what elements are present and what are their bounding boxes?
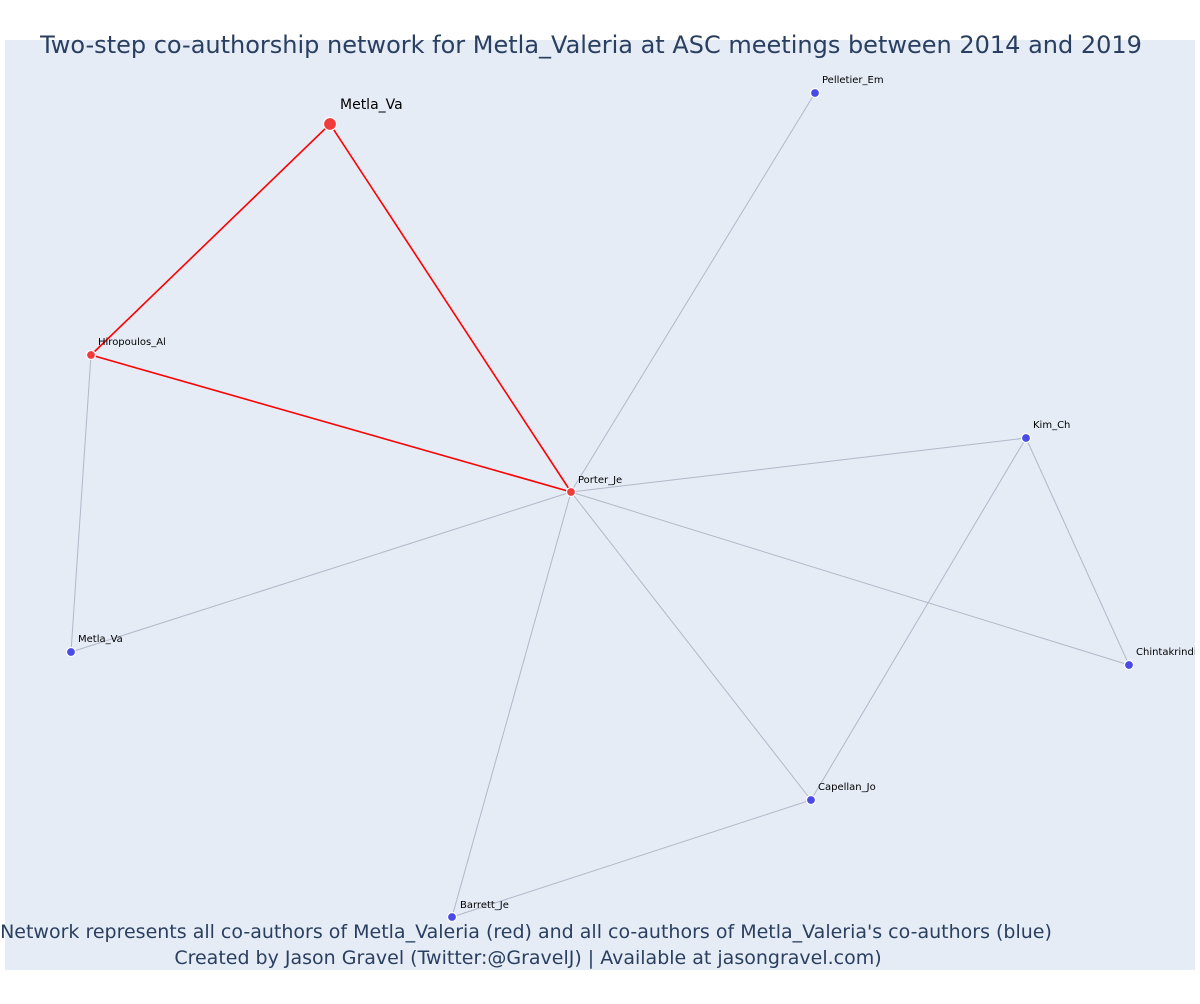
node-porter-je[interactable] [565, 486, 577, 498]
edges-layer [70, 92, 1130, 918]
node-label: Kim_Ch [1033, 420, 1070, 431]
caption-line-2: Created by Jason Gravel (Twitter:@Gravel… [174, 947, 881, 969]
edge-n2-n3 [90, 354, 572, 493]
node-chintakrindi[interactable] [1123, 659, 1135, 671]
node-pelletier-em[interactable] [809, 87, 821, 99]
labels-layer: Metla_Va Pelletier_EmHiropoulos_AlPorter_… [78, 75, 1200, 911]
edge-n0-n2 [90, 123, 331, 356]
node-label: Barrett_Je [460, 900, 509, 911]
node-metla-va-focal[interactable] [322, 116, 338, 132]
caption-line-1: Network represents all co-authors of Met… [0, 921, 1052, 943]
node-label: Metla_Va [78, 634, 123, 645]
edge-n3-n7 [570, 491, 812, 801]
node-label: Metla_Va [340, 97, 403, 113]
edge-n4-n6 [1025, 437, 1130, 666]
node-label: Porter_Je [578, 475, 622, 486]
edge-n3-n6 [570, 491, 1130, 666]
node-capellan-jo[interactable] [805, 794, 817, 806]
edge-n0-n3 [329, 123, 572, 493]
edge-n3-n5 [70, 491, 572, 653]
edge-n2-n5 [70, 354, 92, 653]
node-label: Capellan_Jo [818, 782, 876, 793]
node-metla-va[interactable] [65, 646, 77, 658]
node-label: Hiropoulos_Al [98, 337, 166, 348]
plot-area [5, 40, 1195, 970]
node-label: Pelletier_Em [822, 75, 884, 86]
chart-title: Two-step co-authorship network for Metla… [39, 31, 1142, 59]
node-kim-ch[interactable] [1020, 432, 1032, 444]
node-hiropoulos-al[interactable] [85, 349, 97, 361]
edge-n3-n8 [451, 491, 572, 918]
node-barrett-je[interactable] [446, 911, 458, 923]
edge-n7-n8 [451, 799, 812, 918]
edge-n3-n4 [570, 437, 1027, 493]
node-label: Chintakrindi_ [1136, 647, 1200, 658]
edge-n4-n7 [810, 437, 1027, 801]
nodes-layer [65, 87, 1135, 923]
edge-n3-n1 [570, 92, 816, 493]
